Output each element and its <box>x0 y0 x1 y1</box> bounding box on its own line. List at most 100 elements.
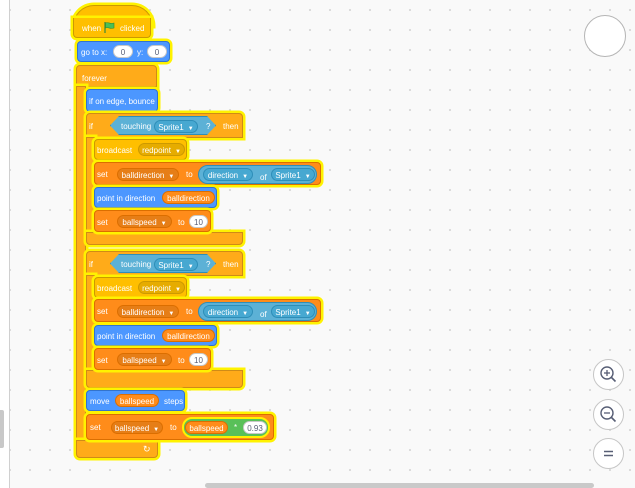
touching-label: touching <box>121 260 152 269</box>
goto-y-input[interactable]: 0 <box>147 45 167 58</box>
forever-block[interactable]: forever <box>76 65 157 87</box>
variable-value: ballspeed <box>122 218 157 227</box>
value-input[interactable]: 10 <box>189 353 208 366</box>
of-property-value: direction <box>207 171 239 180</box>
zoom-in-button[interactable] <box>593 359 624 390</box>
chevron-down-icon: ▼ <box>242 311 249 317</box>
value-input[interactable]: 10 <box>189 215 208 228</box>
factor-input[interactable]: 0.93 <box>243 421 267 434</box>
of-property-dropdown[interactable]: direction▼ <box>203 168 253 181</box>
chevron-down-icon: ▼ <box>174 287 181 293</box>
of-property-dropdown[interactable]: direction▼ <box>203 305 253 318</box>
if-label: if <box>89 122 93 131</box>
palette-resize-handle[interactable] <box>0 410 4 448</box>
question-mark: ? <box>206 260 211 269</box>
zoom-reset-icon <box>604 450 613 457</box>
chevron-down-icon: ▼ <box>160 359 167 365</box>
of-property-value: direction <box>207 308 239 317</box>
of-target-dropdown[interactable]: Sprite1▼ <box>271 305 315 318</box>
point-in-direction-block-2[interactable]: point in direction balldirection <box>94 325 217 346</box>
variable-value: balldirection <box>121 308 165 317</box>
question-mark: ? <box>206 122 211 131</box>
set-label: set <box>97 356 108 365</box>
goto-x-input[interactable]: 0 <box>113 45 133 58</box>
chevron-down-icon: ▼ <box>168 311 175 317</box>
then-label: then <box>223 122 239 131</box>
set-label: set <box>97 170 108 179</box>
chevron-down-icon: ▼ <box>160 221 167 227</box>
palette-edge <box>0 0 10 488</box>
set-label: set <box>97 307 108 316</box>
loop-arrow-icon: ↻ <box>143 444 151 454</box>
variable-dropdown[interactable]: balldirection▼ <box>117 168 179 181</box>
move-label: move <box>90 397 110 406</box>
set-label: set <box>90 423 101 432</box>
chevron-down-icon: ▼ <box>168 174 175 180</box>
of-label: of <box>260 310 267 319</box>
forever-arm <box>76 86 86 442</box>
to-label: to <box>186 170 193 179</box>
of-target-dropdown[interactable]: Sprite1▼ <box>271 168 315 181</box>
of-label: of <box>260 173 267 182</box>
touching-target-dropdown[interactable]: Sprite1▼ <box>154 258 198 271</box>
chevron-down-icon: ▼ <box>304 174 311 180</box>
multiply-operator[interactable]: ballspeed * 0.93 <box>182 417 270 438</box>
go-to-xy-block[interactable]: go to x: 0 y: 0 <box>77 41 170 62</box>
touching-label: touching <box>121 122 152 131</box>
set-ballspeed-multiply-block[interactable]: set ballspeed▼ to ballspeed * 0.93 <box>86 414 274 440</box>
point-label: point in direction <box>97 332 156 341</box>
variable-value: ballspeed <box>114 424 150 433</box>
touching-target-value: Sprite1 <box>158 261 184 270</box>
zoom-reset-button[interactable] <box>593 438 624 469</box>
touching-target-value: Sprite1 <box>158 123 184 132</box>
stage-button[interactable] <box>584 15 626 57</box>
set-ballspeed-block-1[interactable]: set ballspeed▼ to 10 <box>94 210 211 232</box>
touching-condition-2[interactable]: touching Sprite1▼ ? <box>110 254 216 273</box>
to-label: to <box>186 307 193 316</box>
goto-y-label: y: <box>137 48 144 57</box>
set-balldirection-block-1[interactable]: set balldirection▼ to direction▼ of Spri… <box>94 162 321 185</box>
green-flag-icon <box>104 22 115 33</box>
if-block-2[interactable]: if touching Sprite1▼ ? then <box>86 251 243 276</box>
if-block-1-foot <box>86 232 243 245</box>
clicked-label: clicked <box>120 24 145 33</box>
touching-condition-1[interactable]: touching Sprite1▼ ? <box>110 116 216 135</box>
of-reporter[interactable]: direction▼ of Sprite1▼ <box>198 302 317 321</box>
horizontal-scrollbar[interactable] <box>205 483 594 488</box>
point-in-direction-block-1[interactable]: point in direction balldirection <box>94 187 217 208</box>
variable-dropdown[interactable]: ballspeed▼ <box>117 215 172 228</box>
set-balldirection-block-2[interactable]: set balldirection▼ to direction▼ of Spri… <box>94 299 321 322</box>
to-label: to <box>178 356 185 365</box>
bounce-label: if on edge, bounce <box>89 97 155 106</box>
to-label: to <box>170 423 177 432</box>
if-on-edge-bounce-block[interactable]: if on edge, bounce <box>86 89 158 112</box>
set-ballspeed-block-2[interactable]: set ballspeed▼ to 10 <box>94 348 211 370</box>
variable-dropdown[interactable]: balldirection▼ <box>117 305 179 318</box>
broadcast-label: broadcast <box>97 284 133 293</box>
variable-value: ballspeed <box>122 356 157 365</box>
zoom-out-button[interactable] <box>593 399 624 430</box>
broadcast-message-dropdown[interactable]: redpoint▼ <box>138 281 185 294</box>
variable-dropdown[interactable]: ballspeed▼ <box>117 353 172 366</box>
when-label: when <box>82 24 102 33</box>
broadcast-message-value: redpoint <box>142 284 171 293</box>
if-block-1[interactable]: if touching Sprite1▼ ? then <box>86 113 243 138</box>
variable-dropdown[interactable]: ballspeed▼ <box>111 421 163 434</box>
balldirection-reporter[interactable]: balldirection <box>162 329 215 342</box>
touching-target-dropdown[interactable]: Sprite1▼ <box>154 120 198 133</box>
ballspeed-reporter[interactable]: ballspeed <box>115 394 159 407</box>
move-steps-block[interactable]: move ballspeed steps <box>86 390 185 411</box>
balldirection-reporter[interactable]: balldirection <box>162 191 215 204</box>
broadcast-block-1[interactable]: broadcast redpoint▼ <box>94 139 187 160</box>
of-target-value: Sprite1 <box>275 308 301 317</box>
chevron-down-icon: ▼ <box>242 174 249 180</box>
to-label: to <box>178 218 185 227</box>
zoom-in-icon <box>600 366 617 383</box>
broadcast-message-dropdown[interactable]: redpoint▼ <box>138 143 185 156</box>
if-block-2-foot <box>86 370 243 388</box>
chevron-down-icon: ▼ <box>153 427 160 433</box>
broadcast-message-value: redpoint <box>142 146 171 155</box>
ballspeed-reporter[interactable]: ballspeed <box>185 421 228 434</box>
broadcast-block-2[interactable]: broadcast redpoint▼ <box>94 277 187 298</box>
of-reporter[interactable]: direction▼ of Sprite1▼ <box>198 165 317 184</box>
